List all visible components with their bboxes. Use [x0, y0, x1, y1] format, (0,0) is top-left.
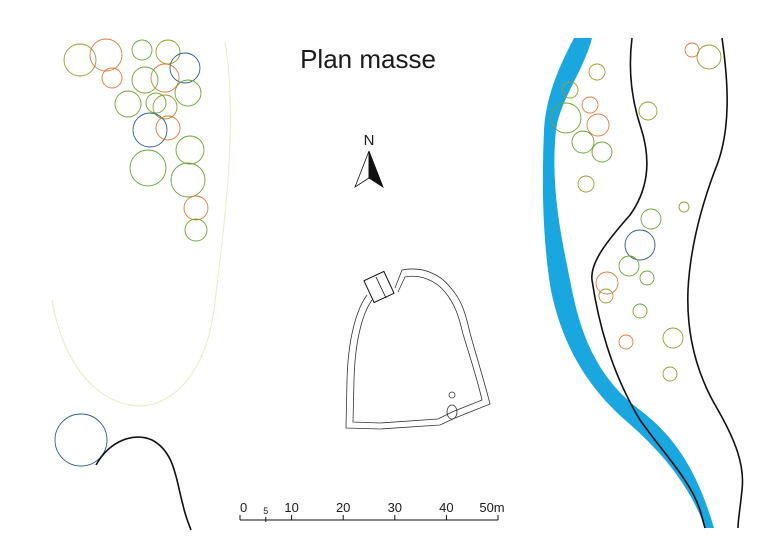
- tree-cluster-right: [550, 42, 722, 382]
- scale-tick-label: 10: [284, 500, 298, 515]
- river-bank-right: [687, 37, 744, 529]
- plan-title: Plan masse: [300, 44, 436, 74]
- scale-bar: 0 5 10 20 30 40 50m: [239, 500, 505, 522]
- river: [542, 38, 714, 528]
- north-arrow-right-half: [368, 150, 384, 189]
- scale-tick-label: 20: [336, 500, 350, 515]
- scale-tick-label: 40: [439, 500, 453, 515]
- tree-cluster-left: [63, 38, 209, 242]
- basin: [446, 404, 458, 420]
- tree-bottom-left: [54, 413, 108, 467]
- scale-tick-label: 5: [263, 506, 268, 516]
- scale-tick-label: 50m: [479, 500, 504, 515]
- north-arrow: N: [354, 132, 384, 189]
- entry-pavilion: [363, 270, 395, 304]
- scale-tick-label: 0: [240, 500, 247, 515]
- building-inner-wall: [352, 275, 483, 424]
- north-arrow-left-half: [354, 150, 370, 189]
- path-line-bottom-left: [95, 436, 192, 531]
- well: [448, 391, 456, 399]
- entry-pavilion-divider: [375, 276, 387, 299]
- building-footprint: [345, 268, 491, 430]
- left-field-outline: [51, 41, 231, 407]
- river-bank-left: [591, 37, 706, 529]
- building-outer-wall: [345, 268, 491, 430]
- north-label: N: [364, 132, 375, 149]
- scale-tick-label: 30: [388, 500, 402, 515]
